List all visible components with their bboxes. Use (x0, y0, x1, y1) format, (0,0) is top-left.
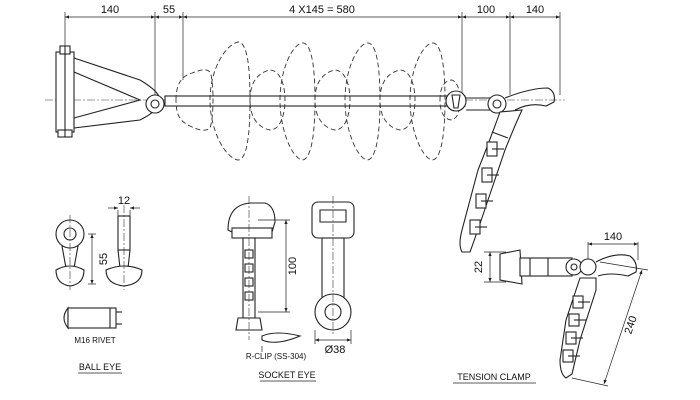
caption-socket-eye: SOCKET EYE (258, 370, 315, 380)
dim-top-gap: 55 (163, 4, 175, 16)
top-assembly (45, 41, 565, 253)
dim-clamp-offset: 22 (473, 261, 485, 273)
top-socket (445, 90, 507, 114)
dim-clamp-width: 140 (604, 231, 622, 243)
clevis-yoke (55, 45, 165, 138)
dim-top-middle: 4 X145 = 580 (289, 4, 355, 16)
caption-ball-eye: BALL EYE (79, 362, 121, 372)
dim-clamp-length: 240 (623, 314, 640, 335)
top-tension-clamp (459, 87, 555, 253)
dim-socket-eye-height: 100 (287, 257, 299, 275)
caption-tension-clamp: TENSION CLAMP (457, 372, 531, 382)
r-clip-shape (261, 332, 302, 343)
m16-rivet (63, 306, 122, 330)
dim-socket-eye-diameter: Ø38 (325, 344, 346, 356)
dim-top-right-a: 100 (477, 4, 495, 16)
label-r-clip: R-CLIP (SS-304) (246, 352, 307, 361)
ball-eye-detail: 12 55 M16 RIVET BALL EYE (55, 195, 143, 374)
dim-top-left: 140 (101, 4, 119, 16)
dim-ball-eye-width: 12 (118, 195, 130, 207)
label-rivet: M16 RIVET (74, 336, 115, 345)
top-dimension-chain: 140 55 4 X145 = 580 100 140 (64, 4, 561, 95)
socket-eye-detail: 100 Ø38 R-CLIP (SS-304) SOCKET EYE (227, 196, 355, 382)
tension-clamp-detail: 140 22 240 TENSION CLAMP (453, 231, 649, 387)
insulator-sheds (175, 41, 461, 161)
dim-top-right-b: 140 (526, 4, 544, 16)
dim-ball-eye-height: 55 (98, 253, 110, 265)
